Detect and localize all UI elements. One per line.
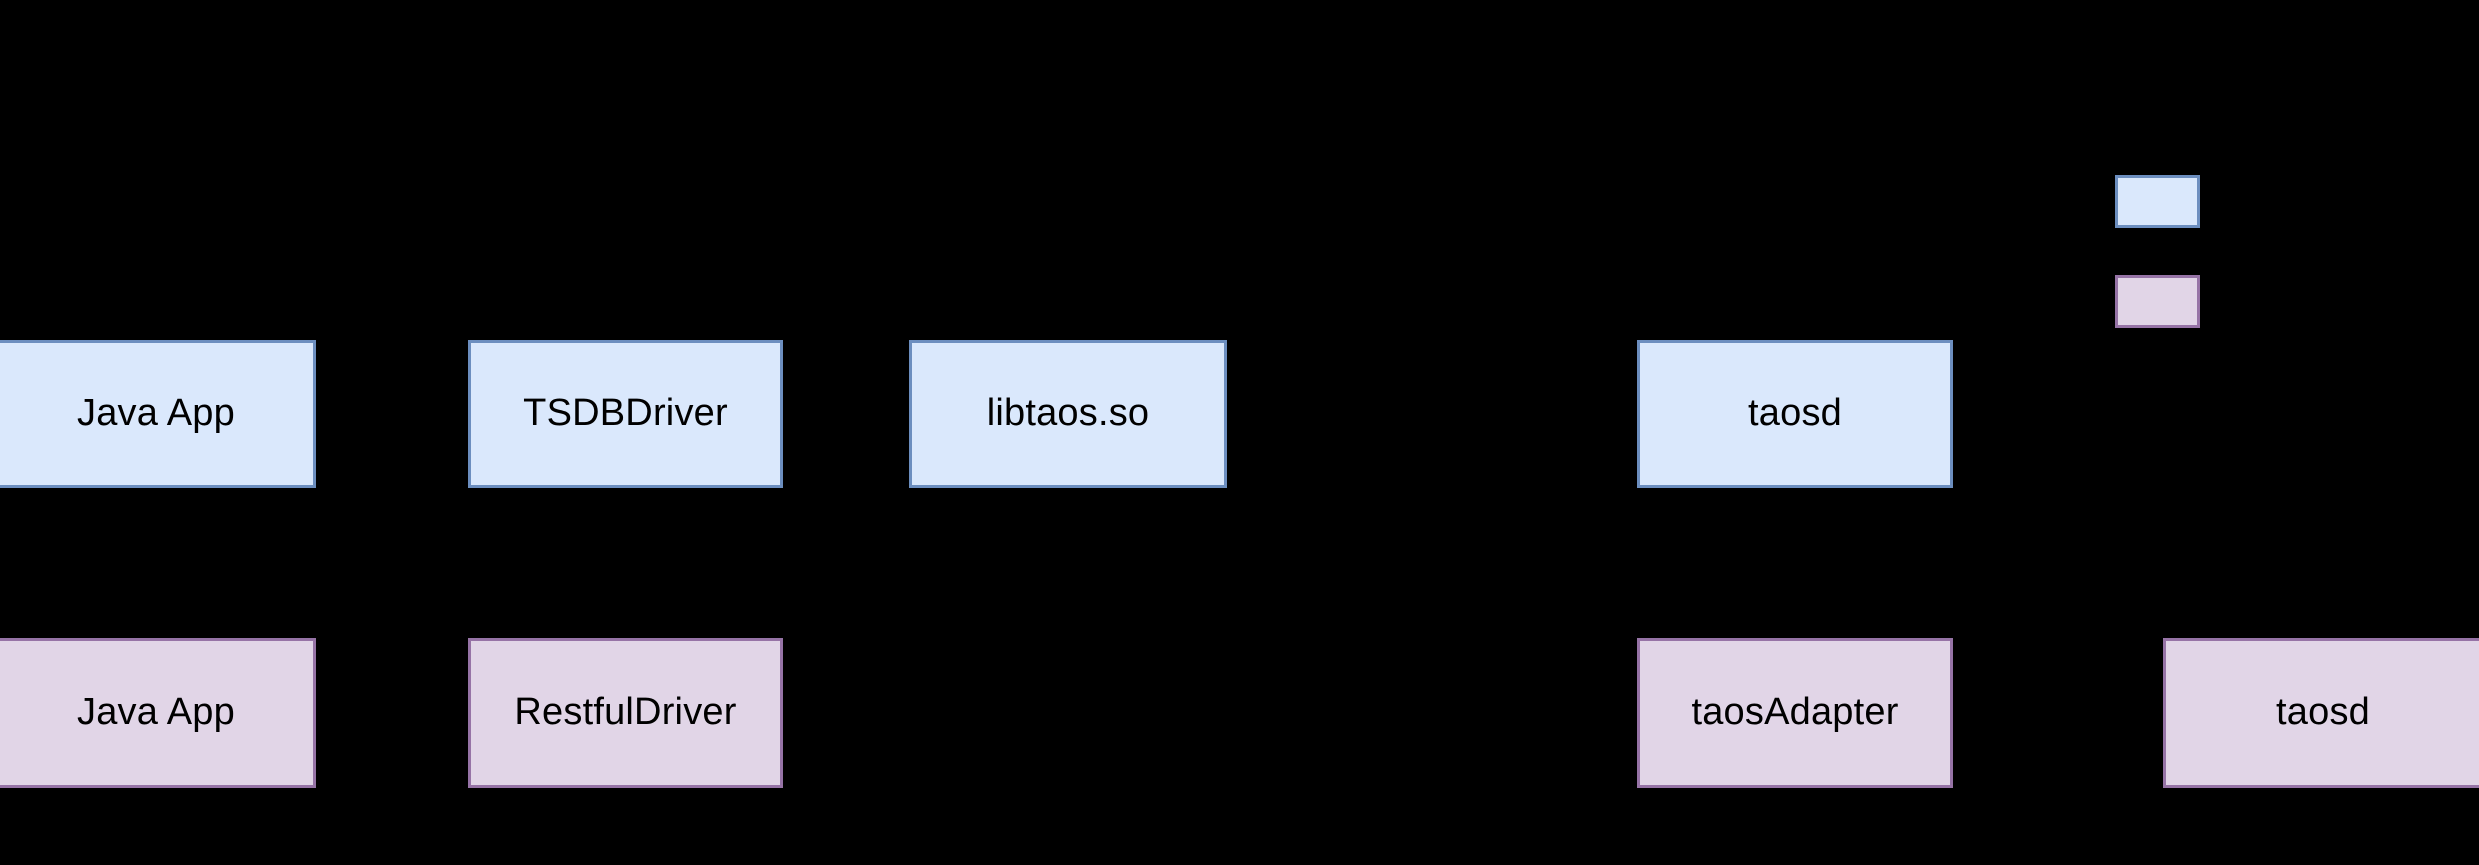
node-taosd-native[interactable]: taosd (1637, 340, 1953, 488)
node-label: Java App (77, 691, 235, 734)
node-tsdbdriver[interactable]: TSDBDriver (468, 340, 783, 488)
arrowhead-libtaos-to-taosd (1625, 406, 1637, 420)
node-restfuldriver[interactable]: RestfulDriver (468, 638, 783, 788)
node-label: TSDBDriver (523, 392, 728, 435)
arrowhead-tsdbdriver-to-libtaos (897, 406, 909, 420)
edge-javaapp-to-tsdbdriver (316, 412, 468, 414)
node-taosd-rest[interactable]: taosd (2163, 638, 2479, 788)
arrowhead-javaapp-to-restfuldriver (456, 706, 468, 720)
edge-libtaos-to-taosd (1227, 412, 1637, 414)
node-label: libtaos.so (986, 392, 1150, 435)
node-label: taosAdapter (1691, 691, 1899, 734)
arrowhead-restfuldriver-to-taosadapter (1625, 706, 1637, 720)
node-libtaos-so[interactable]: libtaos.so (909, 340, 1227, 488)
edge-javaapp-to-restfuldriver (316, 712, 468, 714)
arrowhead-javaapp-to-tsdbdriver (456, 406, 468, 420)
node-java-app-rest[interactable]: Java App (0, 638, 316, 788)
node-label: taosd (1748, 392, 1842, 435)
arrowhead-taosadapter-to-taosd (2151, 706, 2163, 720)
legend-swatch-native (2115, 175, 2200, 228)
node-label: Java App (77, 392, 235, 435)
legend-swatch-rest (2115, 275, 2200, 328)
node-label: taosd (2276, 691, 2370, 734)
node-label: RestfulDriver (514, 691, 737, 734)
edge-taosadapter-to-taosd (1953, 712, 2163, 714)
edge-tsdbdriver-to-libtaos (783, 412, 909, 414)
node-taosadapter[interactable]: taosAdapter (1637, 638, 1953, 788)
edge-restfuldriver-to-taosadapter (783, 712, 1637, 714)
node-java-app-native[interactable]: Java App (0, 340, 316, 488)
